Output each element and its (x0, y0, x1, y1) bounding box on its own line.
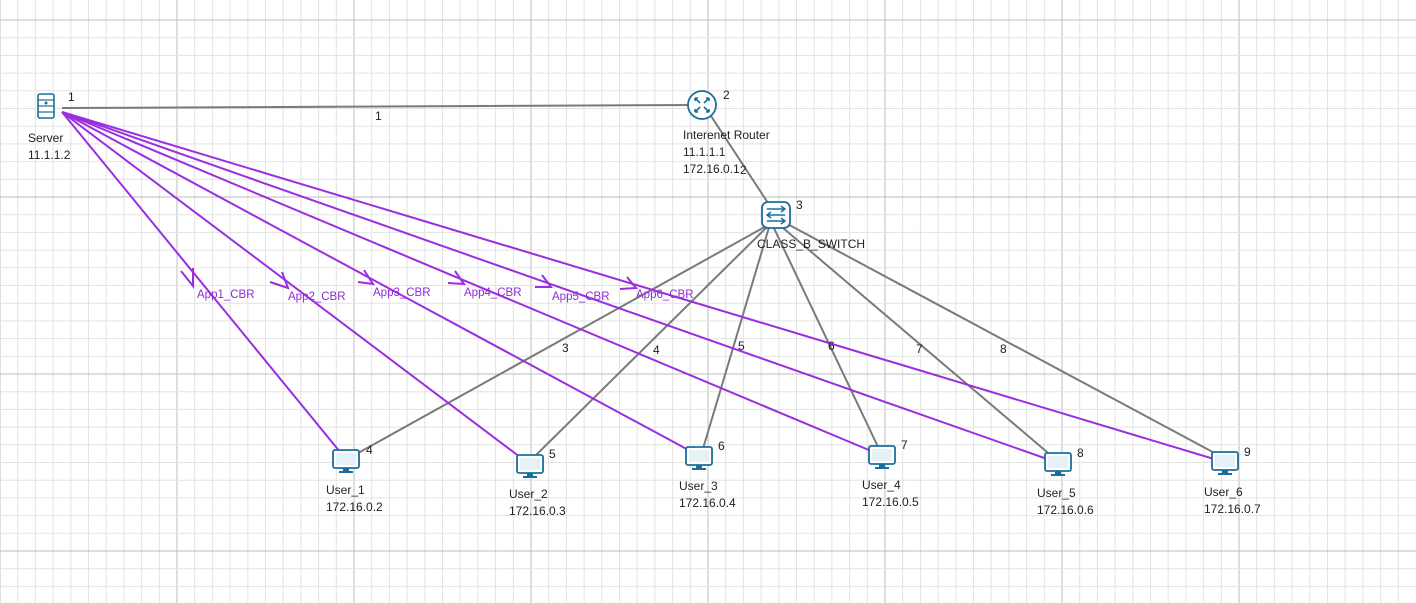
user-ip: 172.16.0.3 (509, 504, 566, 518)
server-id: 1 (68, 90, 75, 104)
user-name: User_4 (862, 478, 901, 492)
server-name: Server (28, 131, 63, 145)
server-node[interactable]: 1 Server 11.1.1.2 (28, 90, 75, 162)
user-node[interactable]: 8 User_5 172.16.0.6 (1037, 446, 1094, 517)
link-6-label: 6 (828, 339, 835, 353)
wired-links (61, 104, 1223, 461)
link-5-label: 5 (738, 339, 745, 353)
link-5[interactable] (701, 223, 771, 453)
app-flow-1-arrow (180, 268, 194, 289)
user-node[interactable]: 6 User_3 172.16.0.4 (679, 439, 736, 510)
user-name: User_3 (679, 479, 718, 493)
router-name: Interenet Router (683, 128, 770, 142)
app-flow-5-arrow (535, 274, 553, 288)
link-7-label: 7 (916, 342, 923, 356)
desktop-icon[interactable] (685, 446, 713, 470)
user-name: User_1 (326, 483, 365, 497)
user-ip: 172.16.0.7 (1204, 502, 1261, 516)
user-id: 4 (366, 443, 373, 457)
app-flow-2-arrow (269, 271, 290, 290)
user-id: 5 (549, 447, 556, 461)
app-label-5[interactable]: App5_CBR (552, 291, 610, 303)
app-label-4[interactable]: App4_CBR (464, 287, 522, 299)
link-1-label: 1 (375, 109, 382, 123)
router-ip-2: 172.16.0.1 (683, 162, 740, 176)
user-node[interactable]: 5 User_2 172.16.0.3 (509, 447, 566, 518)
server-icon[interactable] (37, 93, 55, 119)
app-flow-1[interactable] (61, 111, 346, 459)
link-6[interactable] (771, 223, 881, 452)
app-flow-6[interactable] (61, 111, 1215, 460)
switch-name: CLASS_B_SWITCH (757, 237, 865, 251)
app-flow-6-arrow (619, 276, 639, 290)
user-name: User_2 (509, 487, 548, 501)
user-node[interactable]: 4 User_1 172.16.0.2 (326, 443, 383, 514)
router-node[interactable]: 2 Interenet Router 11.1.1.1 172.16.0.1 (683, 88, 770, 176)
user-id: 6 (718, 439, 725, 453)
router-icon[interactable] (687, 90, 717, 120)
user-ip: 172.16.0.5 (862, 495, 919, 509)
switch-node[interactable]: 3 CLASS_B_SWITCH (757, 198, 865, 251)
link-4-label: 4 (653, 343, 660, 357)
switch-id: 3 (796, 198, 803, 212)
link-8[interactable] (779, 219, 1223, 458)
user-id: 9 (1244, 445, 1251, 459)
user-name: User_5 (1037, 486, 1076, 500)
link-1[interactable] (61, 104, 702, 109)
link-4[interactable] (530, 223, 771, 461)
desktop-icon[interactable] (516, 454, 544, 478)
app-flow-3[interactable] (61, 111, 695, 454)
link-3[interactable] (350, 223, 771, 458)
desktop-icon[interactable] (1211, 451, 1239, 475)
desktop-icon[interactable] (868, 445, 896, 469)
user-ip: 172.16.0.4 (679, 496, 736, 510)
user-ip: 172.16.0.6 (1037, 503, 1094, 517)
application-flows (61, 111, 1215, 461)
link-8-label: 8 (1000, 342, 1007, 356)
link-labels: 1 2 3 4 5 6 7 8 (375, 109, 1007, 357)
link-2-label: 2 (740, 163, 747, 177)
desktop-icon[interactable] (1044, 452, 1072, 476)
user-node[interactable]: 7 User_4 172.16.0.5 (862, 438, 919, 509)
link-2[interactable] (710, 115, 771, 207)
router-ip-1: 11.1.1.1 (683, 145, 726, 159)
user-ip: 172.16.0.2 (326, 500, 383, 514)
desktop-icon[interactable] (332, 449, 360, 473)
app-flow-4[interactable] (61, 111, 877, 454)
router-id: 2 (723, 88, 730, 102)
app-label-2[interactable]: App2_CBR (288, 291, 346, 303)
app-flow-5[interactable] (61, 111, 1051, 461)
app-label-6[interactable]: App6_CBR (636, 289, 694, 301)
link-3-label: 3 (562, 341, 569, 355)
application-labels: App1_CBR App2_CBR App3_CBR App4_CBR App5… (197, 287, 694, 303)
user-id: 8 (1077, 446, 1084, 460)
server-ip: 11.1.1.2 (28, 148, 71, 162)
app-label-3[interactable]: App3_CBR (373, 287, 431, 299)
app-label-1[interactable]: App1_CBR (197, 289, 255, 301)
user-node[interactable]: 9 User_6 172.16.0.7 (1204, 445, 1261, 516)
app-flow-2[interactable] (61, 111, 525, 461)
link-7[interactable] (775, 221, 1055, 459)
app-flow-4-arrow (447, 270, 466, 286)
switch-icon[interactable] (761, 201, 791, 229)
user-id: 7 (901, 438, 908, 452)
app-flow-3-arrow (357, 269, 376, 286)
user-name: User_6 (1204, 485, 1243, 499)
